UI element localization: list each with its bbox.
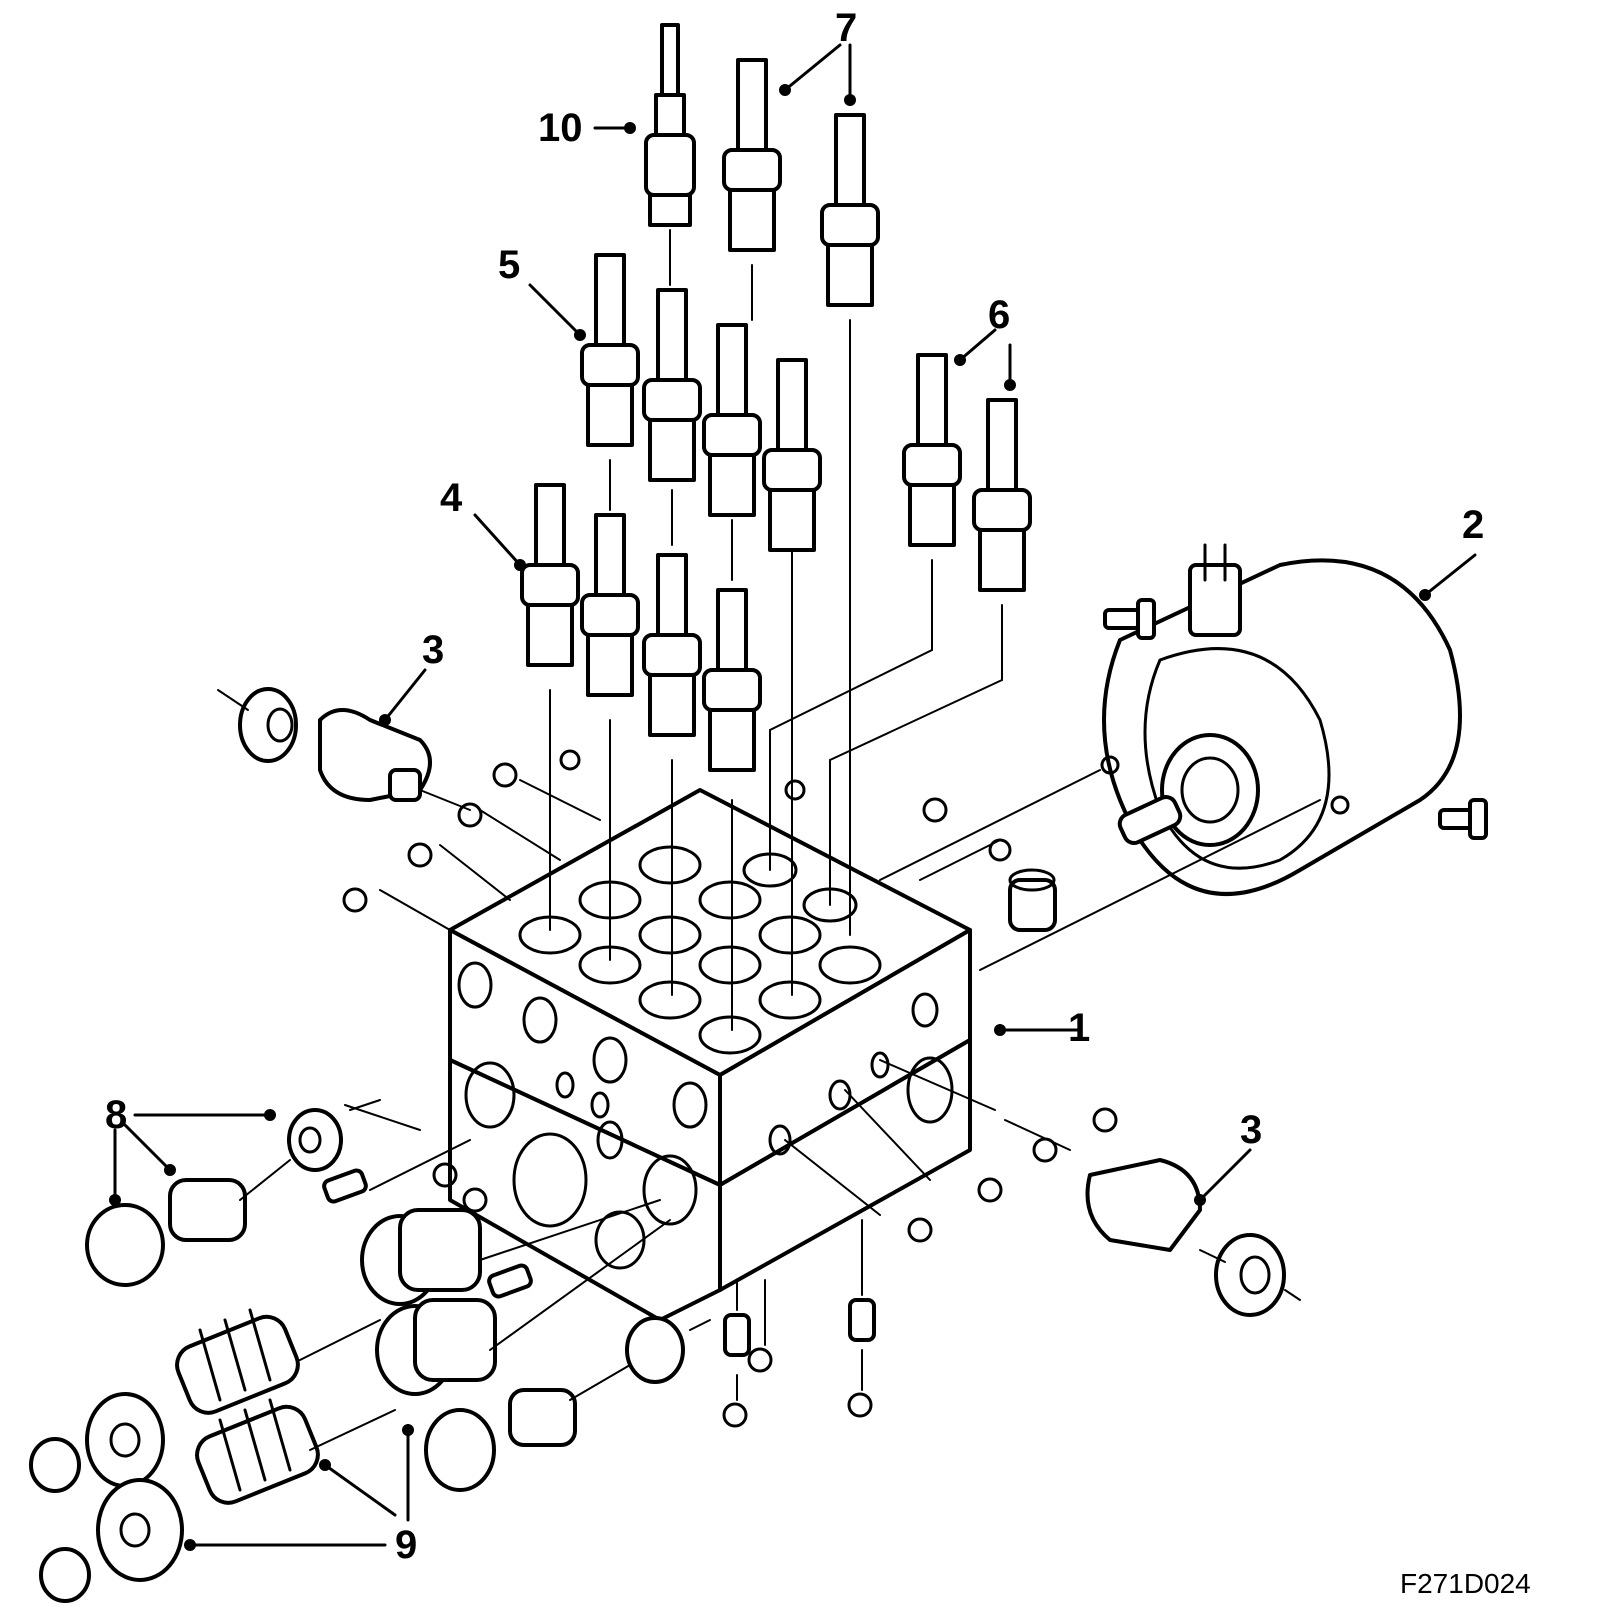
o-rings	[342, 749, 1118, 1428]
callout-8: 8	[105, 1093, 128, 1137]
pump-motor	[879, 543, 1488, 971]
leader-lines	[109, 43, 1477, 1551]
callout-1: 1	[1068, 1006, 1091, 1050]
valve-10	[644, 23, 696, 227]
valve-block-body	[448, 788, 972, 1322]
valve-row-6	[902, 353, 1032, 592]
assembly-lines-valves	[379, 229, 1003, 1031]
callout-6: 6	[988, 293, 1011, 337]
callout-3-right: 3	[1240, 1108, 1263, 1152]
screw-left	[1103, 598, 1156, 640]
left-face-ports	[457, 961, 708, 1270]
callout-10: 10	[538, 106, 583, 150]
valve-row-5	[580, 253, 822, 552]
callout-2: 2	[1462, 503, 1485, 547]
valve-row-7	[722, 58, 880, 307]
shuttle-valve-right	[1004, 1119, 1301, 1317]
callout-5: 5	[498, 243, 521, 287]
valve-row-4	[520, 483, 762, 772]
callout-3-left: 3	[422, 628, 445, 672]
screw-right	[1438, 798, 1488, 840]
spring-lower	[195, 1398, 320, 1505]
lower-left-assembly	[29, 1099, 711, 1603]
callout-9: 9	[395, 1523, 418, 1567]
solenoid-valves	[520, 23, 1032, 772]
callout-7: 7	[835, 6, 858, 50]
shuttle-valve-left	[217, 687, 471, 811]
spring-upper	[175, 1308, 300, 1415]
coupling-sleeve	[919, 838, 1057, 932]
callout-4: 4	[440, 476, 463, 520]
figure-id: F271D024	[1400, 1568, 1531, 1599]
right-face-ports	[768, 992, 954, 1156]
